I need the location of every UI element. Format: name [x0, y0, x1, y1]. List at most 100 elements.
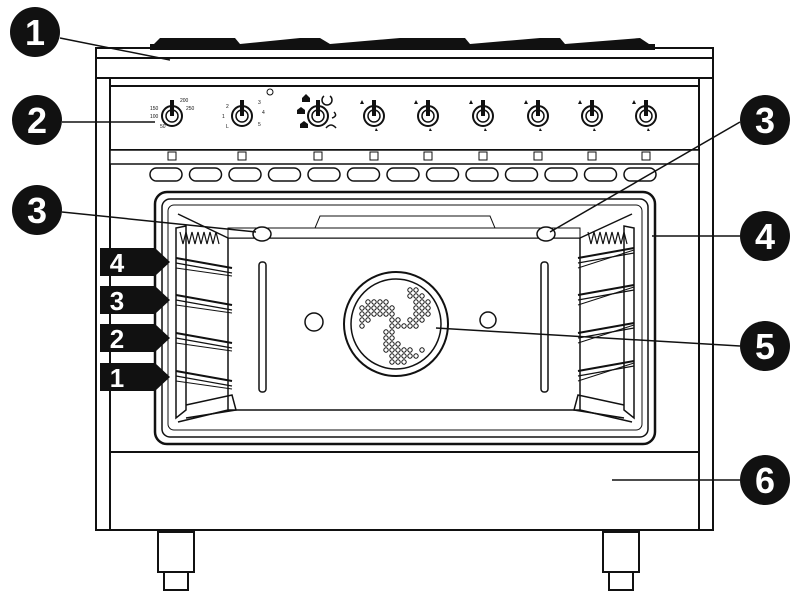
fan-hole: [365, 299, 371, 305]
fan-hole: [383, 347, 389, 353]
fan-hole: [407, 353, 413, 359]
grill-tick-0: L: [226, 124, 229, 130]
shelf-guide-left: [175, 225, 237, 420]
fan-hole: [413, 317, 419, 323]
callout-2-label: 2: [27, 100, 47, 141]
shelf-guide-right: [573, 225, 635, 420]
fan-hole: [407, 347, 413, 353]
fan-hole: [395, 347, 401, 353]
fan-hole: [419, 317, 425, 323]
knob-1[interactable]: [161, 100, 183, 127]
fan-hole: [401, 359, 407, 365]
fan-hole: [383, 341, 389, 347]
fan-hole: [395, 317, 401, 323]
fan-hole: [389, 317, 395, 323]
fan-hole: [365, 305, 371, 311]
shelf-level-label: 3: [110, 286, 124, 316]
vent-slot: [346, 167, 381, 182]
knob-symbol-8: [587, 151, 597, 161]
control-knobs: [161, 94, 657, 131]
knob-symbol-7: [533, 151, 543, 161]
fan-hole: [383, 299, 389, 305]
knob-symbols: [167, 151, 651, 161]
fan-hole: [383, 311, 389, 317]
knob-symbol-1: [167, 151, 177, 161]
vent-slot: [386, 167, 420, 182]
vent-slot: [544, 167, 578, 182]
knob-symbol-3: [313, 151, 323, 161]
fan-hole: [389, 305, 395, 311]
fan-hole: [425, 305, 431, 311]
fan-hole: [413, 293, 419, 299]
fan-hole: [389, 353, 395, 359]
fan-hole: [407, 317, 413, 323]
vent-slot: [188, 167, 223, 182]
knob-symbol-6: [478, 151, 488, 161]
knob-9[interactable]: [632, 100, 657, 131]
shelf-level-tag-1: 1: [100, 363, 170, 393]
thermo-tick-1: 100: [150, 114, 159, 120]
indicator-light: [266, 88, 274, 96]
callout-5-label: 5: [755, 326, 775, 367]
fan-hole: [395, 353, 401, 359]
grill-scale: L 1 2 3 4 5: [222, 100, 265, 130]
shelf-level-label: 4: [110, 248, 125, 278]
fan-hole: [383, 305, 389, 311]
function-icons: [297, 94, 337, 129]
vent-slot: [504, 167, 539, 182]
fan-hole: [407, 293, 413, 299]
fan-hole: [383, 335, 389, 341]
fan-hole: [419, 299, 425, 305]
shelf-level-tag-4: 4: [100, 248, 170, 278]
fan-hole: [419, 305, 425, 311]
knob-symbol-2: [237, 151, 247, 161]
fan-hole: [413, 299, 419, 305]
oven-cavity: [153, 190, 657, 446]
fan-hole: [371, 299, 377, 305]
fan-hole: [389, 347, 395, 353]
leader-lines: [59, 37, 741, 481]
fan-hole: [395, 341, 401, 347]
vent-slot: [307, 167, 341, 182]
callout-3-left: 3: [12, 185, 62, 235]
knob-symbol-5: [423, 151, 433, 161]
fan-hole: [413, 311, 419, 317]
knob-8[interactable]: [578, 100, 603, 131]
fan-hole: [389, 329, 395, 335]
fan-hole: [359, 317, 365, 323]
fan-hole: [383, 329, 389, 335]
callout-3-label-right: 3: [755, 100, 775, 141]
hob: [95, 38, 714, 79]
fan-hole: [395, 323, 401, 329]
fan-hole: [425, 311, 431, 317]
vent-slot: [623, 167, 657, 182]
knob-6[interactable]: [469, 100, 494, 131]
fan-hole: [425, 299, 431, 305]
knob-5[interactable]: [414, 100, 439, 131]
storage-drawer: [109, 451, 700, 531]
fan-hole: [401, 353, 407, 359]
grill-tick-5: 5: [258, 122, 261, 128]
vent-slot: [267, 167, 302, 182]
knob-symbol-4: [369, 151, 379, 161]
fan-hole: [413, 287, 419, 293]
callout-2: 2: [12, 95, 62, 145]
knob-7[interactable]: [524, 100, 549, 131]
grill-tick-2: 2: [226, 104, 229, 110]
vent-slot: [583, 167, 618, 182]
knob-2[interactable]: [231, 100, 253, 127]
fan-hole: [419, 347, 425, 353]
fan-hole: [359, 311, 365, 317]
knob-3[interactable]: [307, 100, 329, 127]
fan-hole: [371, 305, 377, 311]
knob-symbol-9: [641, 151, 651, 161]
fan-hole: [389, 359, 395, 365]
feet: [157, 531, 640, 591]
knob-4[interactable]: [360, 100, 385, 131]
oven-lamp-left: [252, 226, 272, 242]
fan-hole: [401, 323, 407, 329]
fan-hole: [413, 353, 419, 359]
thermostat-scale: 50 100 150 200 250: [150, 98, 195, 130]
fan-hole: [365, 311, 371, 317]
